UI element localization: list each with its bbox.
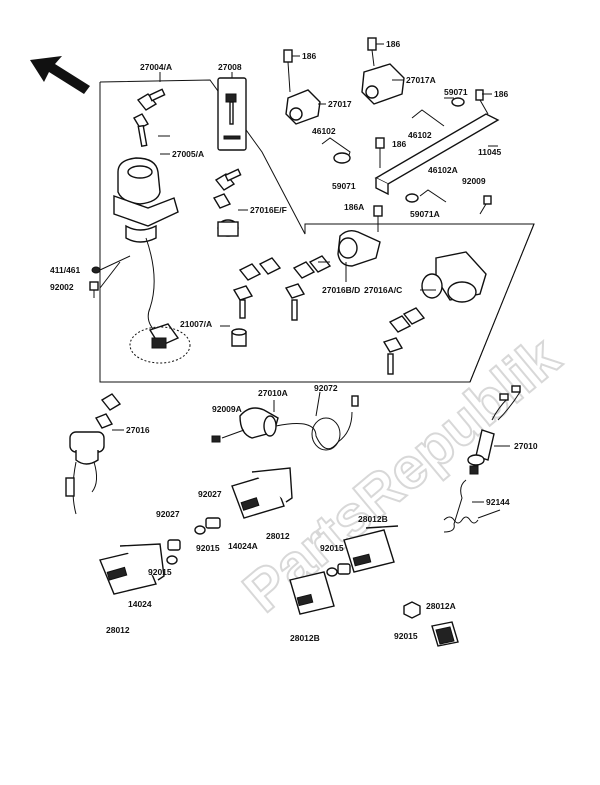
label-27017A: 27017A [406,75,436,85]
helmet-lock-key-icon [284,255,332,321]
label-186-c: 186 [494,89,508,99]
label-27010: 27010 [514,441,538,451]
label-27016EF: 27016E/F [250,205,287,215]
label-46102-b: 46102 [408,130,432,140]
label-92015-a: 92015 [196,543,220,553]
label-92009: 92009 [462,176,486,186]
label-28012-b: 28012 [106,625,130,635]
label-14024: 14024 [128,599,152,609]
label-92009A: 92009A [212,404,242,414]
neutral-switch-icon [211,395,359,451]
label-27016AC: 27016A/C [364,285,402,295]
label-92002: 92002 [50,282,74,292]
reflector-amber-icon [343,525,399,573]
label-27016BD: 27016B/D [322,285,360,295]
label-59071-a: 59071 [444,87,468,97]
label-14024A: 14024A [228,541,258,551]
front-direction-arrow-icon [30,56,90,94]
reflector-amber-side-icon [289,571,335,615]
label-92027-b: 92027 [156,509,180,519]
label-186-d: 186 [392,139,406,149]
label-186-b: 186 [386,39,400,49]
label-27017: 27017 [328,99,352,109]
leader-lines [112,43,510,503]
ignition-switch-icon [113,88,191,364]
label-59071-b: 59071 [332,181,356,191]
label-27005: 27005/A [172,149,204,159]
reflector-lamp-large-icon [99,543,165,595]
label-186A: 186A [344,202,364,212]
label-27008: 27008 [218,62,242,72]
washer-icon [89,255,131,298]
part-labels: 27004/A 27008 186 186 27017A 27017 59071… [50,39,538,643]
bolt-icon [373,137,492,232]
label-411-461: 411/461 [50,265,81,275]
label-92015-b: 92015 [320,543,344,553]
lock-cylinder-icon [337,229,381,267]
label-27016: 27016 [126,425,150,435]
label-27004: 27004/A [140,62,172,72]
label-186-a: 186 [302,51,316,61]
bracket-icon [283,49,321,125]
label-92015-c: 92015 [148,567,172,577]
label-28012-a: 28012 [266,531,290,541]
spring-icon [443,509,501,524]
key-tag-icon [217,77,247,151]
label-92027-a: 92027 [198,489,222,499]
label-92015-d: 92015 [394,631,418,641]
reflector-lamp-icon [231,467,293,519]
label-28012A: 28012A [426,601,456,611]
reflector-small-icon [431,621,459,647]
label-27010A: 27010A [258,388,288,398]
switch-with-keys-icon [65,393,122,515]
nut-icon [166,517,421,619]
steering-lock-icon [382,251,487,375]
seat-lock-key-icon [212,168,242,237]
key-blank-icon [231,257,282,347]
label-28012B-1: 28012B [358,514,388,524]
label-92072: 92072 [314,383,338,393]
label-11045: 11045 [478,147,501,157]
clip-icon [333,97,465,203]
label-46102A: 46102A [428,165,458,175]
sensor-icon [443,385,521,533]
plate-icon [374,89,500,196]
label-21007: 21007/A [180,319,212,329]
label-59071A: 59071A [410,209,440,219]
label-28012B-2: 28012B [290,633,320,643]
bracket-a-icon [361,37,405,105]
label-46102-a: 46102 [312,126,336,136]
label-92144: 92144 [486,497,510,507]
